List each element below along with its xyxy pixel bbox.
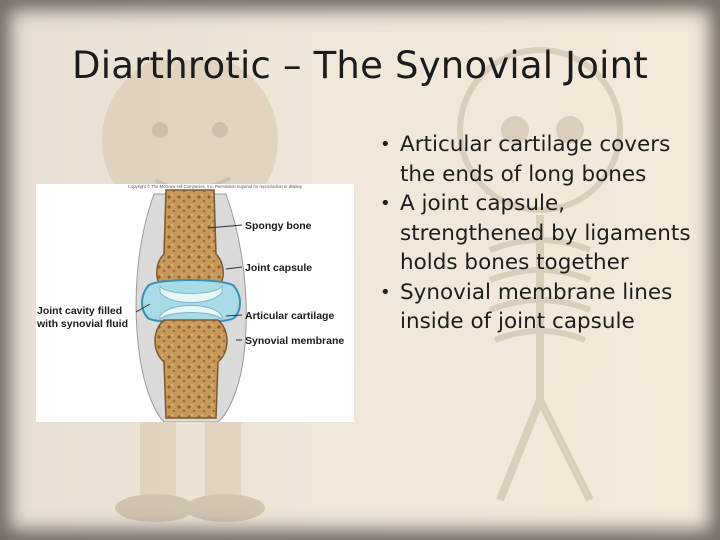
bullet-item: • Articular cartilage covers the ends of… <box>380 130 700 189</box>
bullet-dot-icon: • <box>380 281 391 303</box>
copyright-text: Copyright © The McGraw-Hill Companies, I… <box>128 184 303 189</box>
label-joint-cavity-line1: Joint cavity filled <box>37 305 122 317</box>
bullet-text: Articular cartilage covers the ends of l… <box>400 132 671 187</box>
background-skeleton-sketch <box>457 47 623 502</box>
bullet-list: • Articular cartilage covers the ends of… <box>380 130 700 337</box>
label-synovial-membrane: Synovial membrane <box>245 335 344 347</box>
label-joint-cavity-line2: with synovial fluid <box>36 318 128 330</box>
slide-title: Diarthrotic – The Synovial Joint <box>72 44 648 87</box>
upper-cartilage <box>159 284 223 303</box>
label-spongy-bone: Spongy bone <box>245 220 312 232</box>
lower-cartilage <box>159 305 223 322</box>
label-articular-cartilage: Articular cartilage <box>245 310 334 322</box>
bullet-dot-icon: • <box>380 134 391 155</box>
synovial-joint-diagram: Copyright © The McGraw-Hill Companies, I… <box>36 184 354 423</box>
joint-diagram-svg: Copyright © The McGraw-Hill Companies, I… <box>36 184 344 423</box>
bullet-dot-icon: • <box>380 193 391 214</box>
bullet-text: Synovial membrane lines inside of joint … <box>400 279 673 335</box>
upper-bone <box>156 189 224 291</box>
bullet-item: • Synovial membrane lines inside of join… <box>380 278 700 337</box>
label-joint-capsule: Joint capsule <box>245 262 312 274</box>
lower-bone <box>154 319 228 419</box>
bullet-text: A joint capsule, strengthened by ligamen… <box>400 191 691 275</box>
bullet-item: • A joint capsule, strengthened by ligam… <box>380 189 700 278</box>
